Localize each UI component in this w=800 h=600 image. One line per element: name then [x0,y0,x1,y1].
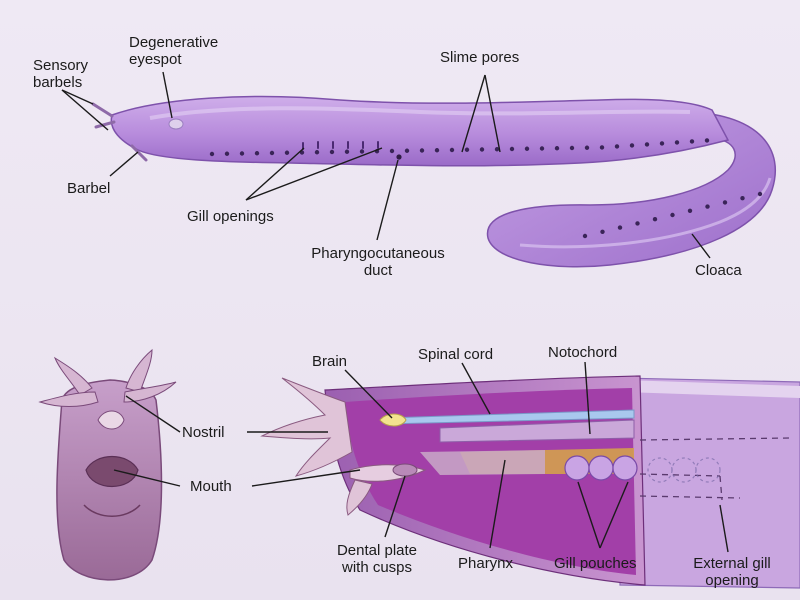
slime-pore [614,144,620,149]
brain-shape [379,413,407,427]
slime-pore [254,151,260,156]
section-leader-lines [247,361,729,553]
slime-pore [644,142,650,147]
slime-pore [757,191,763,197]
label-gill-openings: Gill openings [187,208,274,225]
mouth-lips [83,504,141,517]
slime-pore [434,148,440,153]
label-dental-plate: Dental plate with cusps [336,542,418,576]
slime-pore [569,145,575,151]
mouth-opening [85,456,139,488]
tail-fin-edge [519,177,772,249]
slime-pore [404,148,410,153]
barbel-shape [130,144,148,162]
slime-pore [670,212,675,218]
dashed-outline [639,437,791,501]
eyespot [168,118,184,130]
slime-pore [269,150,275,156]
pharyngocutaneous-duct-opening [396,154,402,160]
label-pharyngocutaneous-duct: Pharyngocutaneous duct [311,245,445,279]
slime-pore [722,200,728,205]
slime-pore [479,147,485,152]
slime-pore [740,196,745,201]
label-gill-pouches: Gill pouches [554,555,637,572]
head-tentacle-3 [38,391,99,407]
slime-pore [314,150,320,155]
slime-pore [389,148,395,154]
slime-pore [599,145,605,150]
slime-pore [209,151,215,157]
body-highlight [149,106,691,120]
label-slime-pores: Slime pores [440,49,520,66]
slime-pore [449,147,455,153]
label-external-gill-opening: External gill opening [693,555,771,589]
slime-pore [659,141,665,146]
outer-body-light [625,380,800,398]
head-tentacle-1 [53,356,93,396]
hagfish-body [110,95,730,167]
label-sensory-barbels: Sensory barbels [33,57,89,91]
pharynx-tube [420,450,545,475]
label-notochord: Notochord [548,344,618,361]
lower-barbel [346,479,373,516]
slime-pore [705,204,710,209]
slime-pore [584,145,590,150]
slime-pore [239,151,245,156]
label-cloaca: Cloaca [695,262,742,279]
head-tentacle-2 [125,348,153,393]
slime-pore [284,150,290,155]
gill-pouches-shape [564,455,638,481]
sensory-barbel-lower [94,120,116,129]
section-barbels [260,377,353,477]
slime-pore [674,140,680,145]
slime-pore [635,221,640,226]
slime-pore [629,143,635,148]
label-degenerative-eyespot: Degenerative eyespot [129,34,219,68]
head-front-view [38,348,177,581]
slime-pore [419,148,425,153]
head-section-view [260,375,800,589]
slime-pore [582,233,588,239]
label-spinal-cord: Spinal cord [418,346,494,363]
slime-pore [600,229,605,234]
label-nostril: Nostril [182,424,225,441]
slime-pore [494,147,500,152]
slime-pore [359,149,365,154]
label-barbel: Barbel [67,180,111,197]
slime-pore [344,149,350,154]
slime-pore [652,217,658,222]
head-leader-lines [113,395,181,487]
label-brain: Brain [312,353,348,370]
slime-pore [509,146,515,152]
slime-pore-row-tail [582,191,763,239]
slime-pore [539,146,545,151]
label-pharynx: Pharynx [458,555,514,572]
sensory-barbel-upper [91,102,114,118]
gill-pouch-ghosts [647,457,721,483]
slime-pore [554,146,560,151]
slime-pore [704,138,710,143]
top-leader-lines [61,71,711,259]
label-mouth: Mouth [190,478,232,495]
slime-pore-row [209,138,710,157]
hagfish-side-view [91,95,777,268]
slime-pore [329,149,335,155]
slime-pore [524,146,530,151]
slime-pore [687,208,693,213]
notochord-band [439,419,635,443]
slime-pore [464,147,470,152]
cusp-patch [392,463,418,477]
slime-pore [689,139,695,144]
slime-pore [224,151,230,156]
slime-pore [617,225,623,230]
nostril-opening [97,410,125,430]
